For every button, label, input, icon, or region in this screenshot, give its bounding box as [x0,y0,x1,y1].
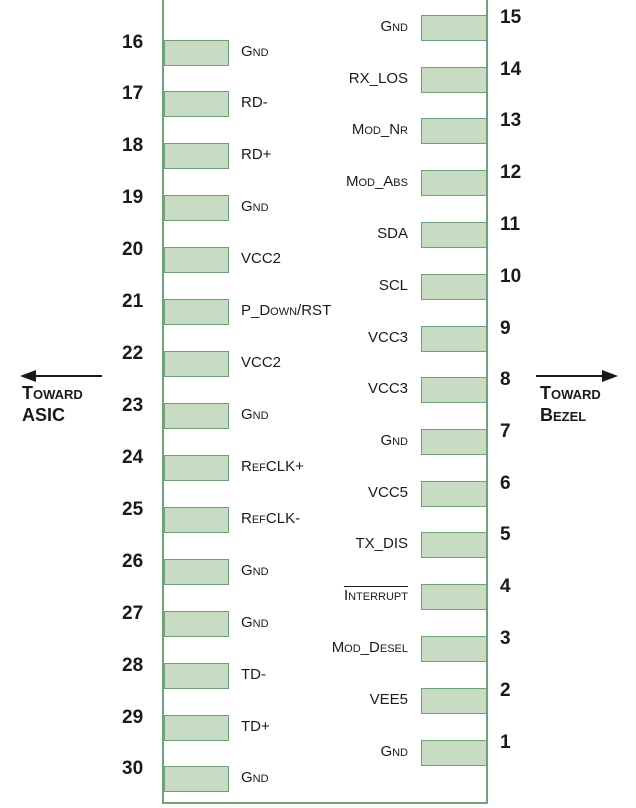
pin-number-19: 19 [122,187,144,208]
pin-pad-11 [421,222,487,248]
pin-number-25: 25 [122,499,144,520]
toward-bezel-line2: Bezel [540,405,587,425]
pin-label-24: RefCLK+ [241,458,304,475]
pin-pad-10 [421,274,487,300]
pin-number-18: 18 [122,135,144,156]
pin-number-7: 7 [500,421,511,442]
pin-pad-6 [421,481,487,507]
pin-label-7: Gnd [380,432,408,449]
pin-number-9: 9 [500,318,511,339]
pin-pad-17 [164,91,229,117]
pin-label-12: Mod_Abs [345,173,408,190]
pin-label-13: Mod_Nr [351,121,408,138]
pin-label-15: Gnd [380,18,408,35]
pin-number-3: 3 [500,628,511,649]
pin-pad-16 [164,40,229,66]
pin-number-22: 22 [122,343,144,364]
pin-pad-7 [421,429,487,455]
pin-pad-2 [421,688,487,714]
pin-pad-3 [421,636,487,662]
pin-label-5: TX_DIS [355,535,408,552]
pin-label-20: VCC2 [241,250,282,267]
pin-label-8: VCC3 [367,380,408,397]
pin-number-17: 17 [122,83,144,104]
right-arrow-icon [536,370,618,382]
pin-pad-9 [421,326,487,352]
pin-label-3: Mod_Desel [331,639,408,656]
pin-pad-24 [164,455,229,481]
pin-label-2: VEE5 [369,691,408,708]
pin-number-28: 28 [122,655,144,676]
pin-pad-1 [421,740,487,766]
pin-number-5: 5 [500,524,511,545]
pin-number-21: 21 [122,291,144,312]
pin-pad-14 [421,67,487,93]
pin-label-14: RX_LOS [348,70,408,87]
pin-pad-27 [164,611,229,637]
pin-number-13: 13 [500,110,522,131]
pin-pad-29 [164,715,229,741]
pin-number-10: 10 [500,266,522,287]
pin-number-30: 30 [122,758,144,779]
pin-label-11: SDA [377,225,408,242]
pin-pad-22 [164,351,229,377]
pin-number-29: 29 [122,707,144,728]
pin-number-16: 16 [122,32,144,53]
pin-number-20: 20 [122,239,144,260]
pin-pad-8 [421,377,487,403]
pin-label-22: VCC2 [241,354,282,371]
pin-pad-19 [164,195,229,221]
pin-label-4: Interrupt [343,587,408,604]
pin-number-26: 26 [122,551,144,572]
toward-asic-label: Toward ASIC [22,382,83,426]
pin-pad-25 [164,507,229,533]
pin-pad-15 [421,15,487,41]
pin-number-1: 1 [500,732,511,753]
pin-pad-4 [421,584,487,610]
pin-label-25: RefCLK- [241,510,301,527]
pin-label-10: SCL [378,277,408,294]
pin-label-16: Gnd [241,43,269,60]
pin-pad-13 [421,118,487,144]
pin-pad-18 [164,143,229,169]
pin-number-27: 27 [122,603,144,624]
left-arrow-icon [20,370,102,382]
pin-number-11: 11 [500,214,521,235]
pin-number-23: 23 [122,395,144,416]
pin-number-4: 4 [500,576,511,597]
pin-pad-5 [421,532,487,558]
pin-label-9: VCC3 [367,329,408,346]
pin-label-30: Gnd [241,769,269,786]
pin-pad-28 [164,663,229,689]
pin-pad-26 [164,559,229,585]
pin-label-26: Gnd [241,562,269,579]
pin-pad-21 [164,299,229,325]
pin-number-24: 24 [122,447,144,468]
pin-pad-20 [164,247,229,273]
toward-asic-line1: Toward [22,383,83,403]
pin-label-21: P_Down/RST [241,302,332,319]
pin-label-18: RD+ [241,146,272,163]
pin-label-19: Gnd [241,198,269,215]
pin-label-29: TD+ [241,718,270,735]
pin-number-12: 12 [500,162,522,183]
pin-label-17: RD- [241,94,268,111]
pin-number-14: 14 [500,59,522,80]
pin-pad-30 [164,766,229,792]
pin-label-28: TD- [241,666,266,683]
pin-label-1: Gnd [380,743,408,760]
pin-number-2: 2 [500,680,511,701]
pin-pad-23 [164,403,229,429]
pin-number-15: 15 [500,7,522,28]
pin-number-8: 8 [500,369,511,390]
pin-label-23: Gnd [241,406,269,423]
toward-bezel-label: Toward Bezel [540,382,601,426]
toward-bezel-line1: Toward [540,383,601,403]
pin-label-27: Gnd [241,614,269,631]
pin-number-6: 6 [500,473,511,494]
toward-asic-line2: ASIC [22,405,66,425]
pin-pad-12 [421,170,487,196]
pin-label-6: VCC5 [367,484,408,501]
